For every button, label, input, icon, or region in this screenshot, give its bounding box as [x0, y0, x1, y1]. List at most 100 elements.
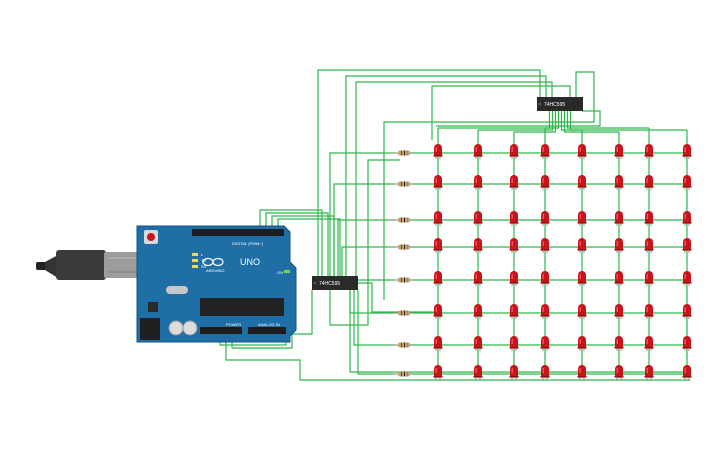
led[interactable]	[577, 304, 587, 319]
led[interactable]	[540, 304, 550, 319]
brand-label: ARDUINO	[206, 268, 224, 273]
wire	[358, 282, 436, 313]
shift-register-mid-label: 74HC595	[319, 281, 340, 287]
led[interactable]	[682, 238, 692, 253]
wire	[569, 111, 687, 131]
led[interactable]	[509, 211, 519, 226]
wire	[353, 290, 388, 346]
resistor[interactable]	[392, 310, 414, 316]
resistor[interactable]	[392, 342, 414, 348]
led[interactable]	[644, 144, 654, 159]
led[interactable]	[540, 211, 550, 226]
wire	[225, 334, 690, 381]
led[interactable]	[509, 144, 519, 159]
led[interactable]	[682, 365, 692, 380]
led[interactable]	[644, 304, 654, 319]
led[interactable]	[433, 238, 443, 253]
power-header[interactable]	[200, 327, 242, 334]
led[interactable]	[614, 271, 624, 286]
led[interactable]	[473, 304, 483, 319]
led[interactable]	[473, 211, 483, 226]
capacitor-1	[168, 320, 184, 336]
led[interactable]	[433, 271, 443, 286]
led[interactable]	[433, 336, 443, 351]
led[interactable]	[644, 175, 654, 190]
led[interactable]	[644, 336, 654, 351]
led[interactable]	[433, 365, 443, 380]
led[interactable]	[644, 211, 654, 226]
led[interactable]	[614, 211, 624, 226]
led[interactable]	[644, 238, 654, 253]
wire	[514, 111, 557, 133]
led[interactable]	[614, 365, 624, 380]
led[interactable]	[682, 271, 692, 286]
digital-header[interactable]	[192, 229, 284, 236]
wire	[431, 85, 571, 140]
arduino-uno-board[interactable]: L TX RX ON ARDUINO UNO DIGITAL (PWM~) PO…	[136, 225, 297, 343]
led[interactable]	[540, 271, 550, 286]
led-l	[192, 253, 198, 256]
led[interactable]	[577, 336, 587, 351]
resistor[interactable]	[392, 217, 414, 223]
led[interactable]	[433, 211, 443, 226]
power-jack[interactable]	[140, 318, 160, 340]
wire	[317, 69, 541, 276]
analog-header[interactable]	[248, 327, 286, 334]
shift-register-top[interactable]: 74HC595	[537, 97, 583, 111]
led[interactable]	[433, 175, 443, 190]
wire	[357, 290, 388, 375]
led-matrix	[433, 144, 692, 380]
led[interactable]	[509, 271, 519, 286]
led[interactable]	[473, 336, 483, 351]
led[interactable]	[577, 365, 587, 380]
usb-cable[interactable]	[36, 250, 158, 280]
led[interactable]	[682, 336, 692, 351]
led[interactable]	[433, 304, 443, 319]
led[interactable]	[509, 365, 519, 380]
resistor[interactable]	[392, 371, 414, 377]
led[interactable]	[577, 144, 587, 159]
resistor[interactable]	[392, 277, 414, 283]
wire	[265, 212, 329, 276]
led[interactable]	[509, 175, 519, 190]
led[interactable]	[682, 304, 692, 319]
led[interactable]	[509, 336, 519, 351]
led[interactable]	[614, 304, 624, 319]
led[interactable]	[473, 365, 483, 380]
led[interactable]	[614, 175, 624, 190]
led[interactable]	[473, 144, 483, 159]
resistor[interactable]	[392, 181, 414, 187]
shift-register-mid[interactable]: 74HC595	[312, 276, 358, 290]
shift-register-mid-body	[312, 276, 358, 290]
led[interactable]	[473, 238, 483, 253]
led[interactable]	[540, 336, 550, 351]
led[interactable]	[577, 271, 587, 286]
led[interactable]	[682, 211, 692, 226]
led[interactable]	[540, 365, 550, 380]
led[interactable]	[509, 238, 519, 253]
led[interactable]	[473, 175, 483, 190]
led[interactable]	[540, 175, 550, 190]
wire	[545, 111, 560, 129]
resistor[interactable]	[392, 150, 414, 156]
led[interactable]	[614, 336, 624, 351]
led[interactable]	[540, 238, 550, 253]
led[interactable]	[433, 144, 443, 159]
led[interactable]	[644, 271, 654, 286]
led[interactable]	[644, 365, 654, 380]
regulator	[148, 302, 158, 312]
led[interactable]	[577, 238, 587, 253]
led[interactable]	[540, 144, 550, 159]
led-l-label: L	[201, 252, 204, 257]
led[interactable]	[614, 238, 624, 253]
led[interactable]	[682, 175, 692, 190]
led[interactable]	[473, 271, 483, 286]
led[interactable]	[614, 144, 624, 159]
led[interactable]	[577, 175, 587, 190]
led[interactable]	[509, 304, 519, 319]
wire	[329, 152, 388, 276]
led[interactable]	[682, 144, 692, 159]
led[interactable]	[577, 211, 587, 226]
capacitor-2	[182, 320, 198, 336]
resistor[interactable]	[392, 244, 414, 250]
